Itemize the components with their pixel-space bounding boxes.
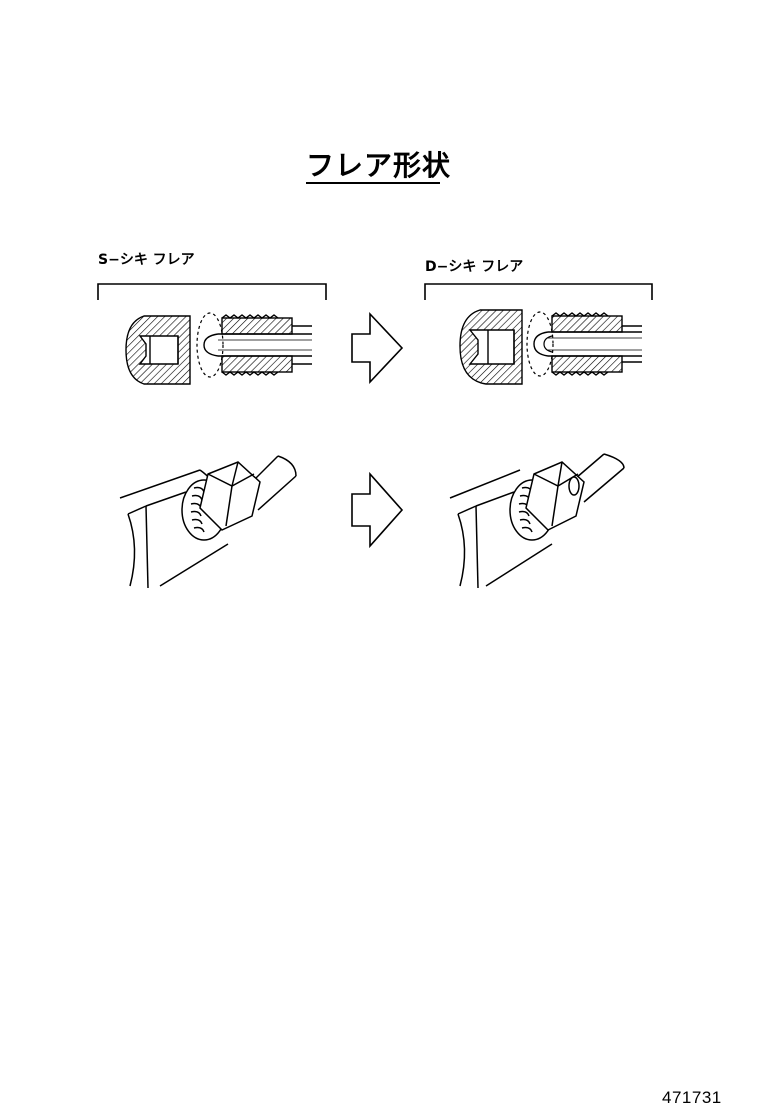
d-type-assembly-perspective	[449, 453, 625, 589]
s-type-bracket	[97, 283, 327, 300]
title-underline	[306, 182, 440, 184]
s-type-tube-nut-section	[218, 314, 312, 376]
d-type-flare-detail-circle	[526, 311, 554, 377]
arrow-icon-top	[351, 311, 404, 385]
s-type-fitting-section	[125, 315, 191, 385]
d-type-fitting-section	[459, 309, 523, 385]
d-type-flare-label: D−シキ フレア	[425, 259, 524, 275]
document-number: 471731	[662, 1088, 722, 1107]
d-type-tube-nut-section	[548, 312, 642, 376]
s-type-flare-detail-circle	[196, 312, 224, 378]
s-type-flare-label: S−シキ フレア	[98, 252, 195, 268]
arrow-icon-bottom	[351, 471, 404, 549]
d-type-bracket	[424, 283, 653, 300]
diagram-title: フレア形状	[306, 149, 452, 182]
s-type-assembly-perspective	[119, 455, 297, 589]
